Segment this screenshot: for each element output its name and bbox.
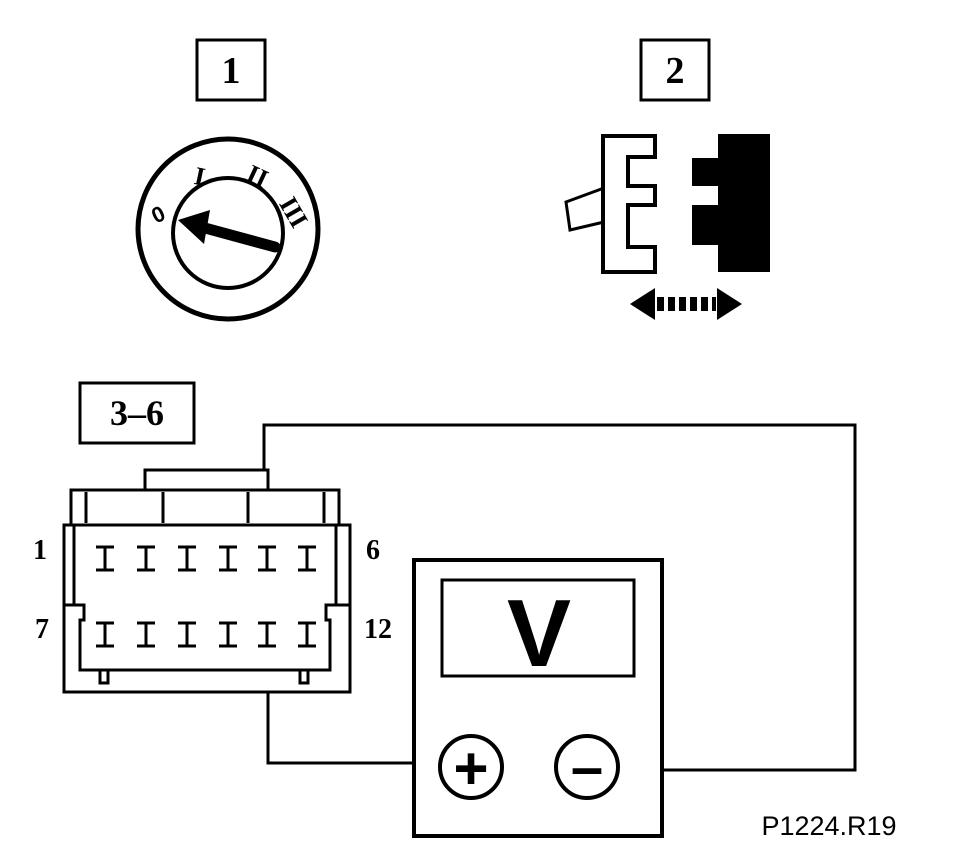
- pin-label-12: 12: [364, 614, 392, 645]
- connector-12-pin-icon: [62, 468, 352, 694]
- step-2-label: 2: [666, 50, 685, 92]
- step-1-group: 1: [195, 38, 267, 102]
- step-3-6-box: [78, 381, 196, 445]
- pin-label-1: 1: [33, 535, 47, 566]
- pin-label-7: 7: [35, 614, 49, 645]
- step-1-label: 1: [222, 50, 241, 92]
- figure-reference: P1224.R19: [761, 811, 896, 841]
- step-2-group: 2: [639, 38, 711, 102]
- negative-terminal: [554, 734, 620, 800]
- step-2-box: [639, 38, 711, 102]
- positive-terminal: [438, 734, 504, 800]
- ignition-switch-icon: 0 I II III: [135, 136, 321, 322]
- connector-disconnect-icon: [564, 134, 770, 320]
- step-3-6-label: 3–6: [110, 393, 164, 433]
- negative-terminal-symbol: –: [571, 735, 603, 800]
- voltmeter-icon: V + –: [412, 558, 664, 838]
- voltmeter-display-symbol: V: [507, 580, 571, 687]
- step-1-box: [195, 38, 267, 102]
- positive-terminal-symbol: +: [453, 735, 488, 802]
- pin-label-6: 6: [366, 535, 380, 566]
- voltmeter-display: [440, 578, 636, 678]
- step-3-6-group: 3–6: [78, 381, 196, 445]
- negative-test-lead: [262, 423, 857, 772]
